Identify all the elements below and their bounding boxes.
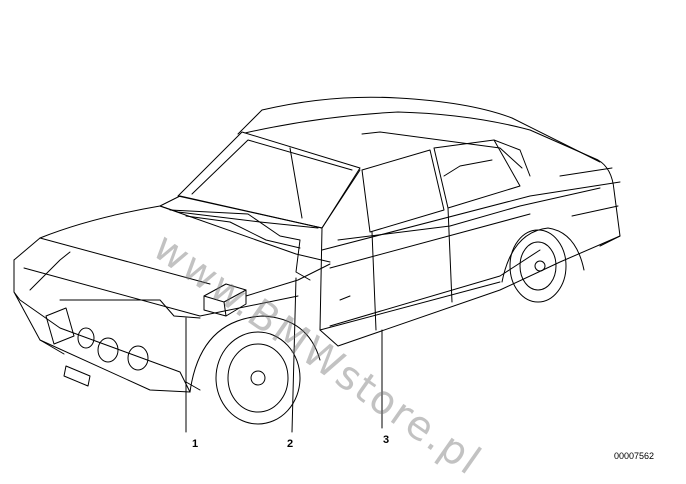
hood-crease <box>23 267 299 317</box>
rear-end <box>529 129 621 247</box>
kidney-grille <box>45 307 75 345</box>
document-number: 00007562 <box>614 451 655 461</box>
front-bumper <box>13 291 191 393</box>
callout-label-2: 2 <box>287 438 294 450</box>
callout-label-1: 1 <box>192 438 199 450</box>
front-wheel-arch <box>189 315 321 393</box>
rear-hubcap <box>534 260 546 272</box>
rear-wheel <box>509 229 567 303</box>
roof-outline <box>237 96 601 163</box>
control-unit <box>203 283 247 317</box>
license-plate <box>63 365 91 387</box>
headlight-left <box>97 337 119 363</box>
front-door-window <box>361 149 445 233</box>
wiring-harness-front <box>29 251 201 319</box>
leader-2 <box>291 277 297 433</box>
sill-line <box>319 281 501 331</box>
rear-wheel-arch <box>501 227 585 283</box>
front-hubcap <box>250 370 266 386</box>
callout-label-3: 3 <box>383 434 390 446</box>
front-wheel <box>215 331 301 425</box>
wiring-harness-dash <box>245 263 331 297</box>
headlight-right <box>127 345 149 371</box>
wiring-harness-body <box>337 187 601 241</box>
rear-door-window <box>433 139 521 209</box>
body-side <box>319 169 621 347</box>
